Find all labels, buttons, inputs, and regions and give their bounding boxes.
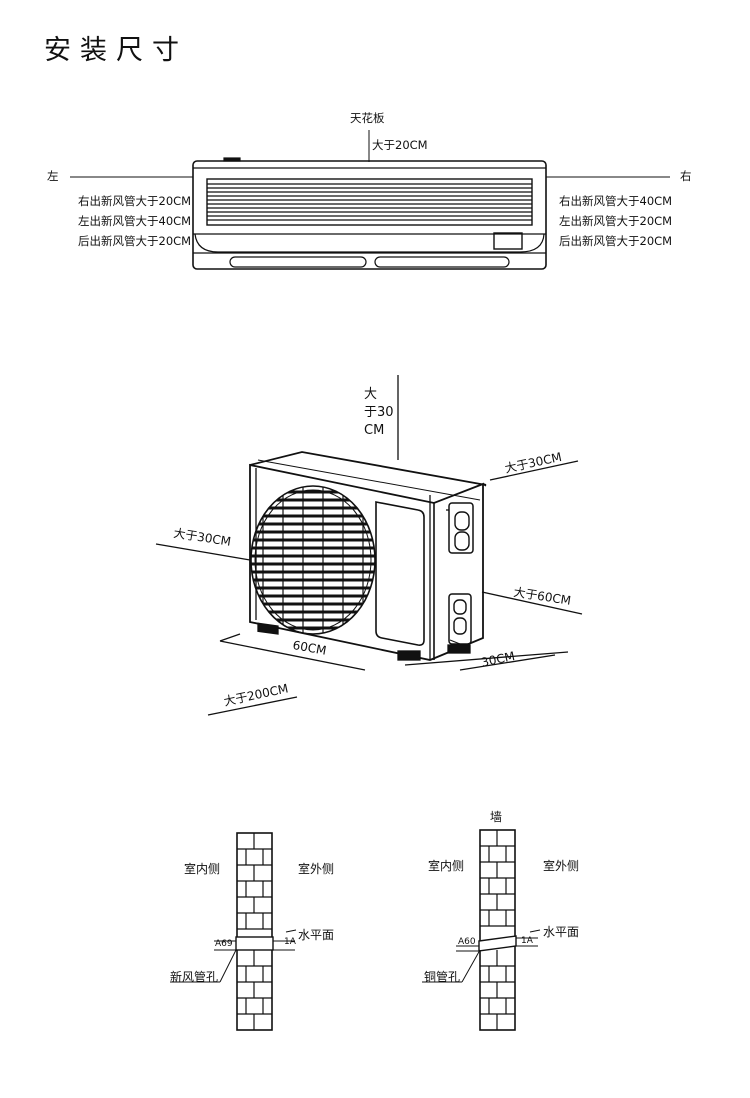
right-wall xyxy=(422,829,541,1031)
left-clearance-line xyxy=(155,543,251,561)
left-wall-outdoor-label: 室外侧 xyxy=(298,862,335,876)
page-title: 安装尺寸 xyxy=(44,35,188,66)
grille-slats xyxy=(207,183,532,221)
right-wall-outdoor-label: 室外侧 xyxy=(543,859,580,873)
front-clearance-line xyxy=(207,696,298,716)
left-wall-dim-a: A69 xyxy=(215,939,233,949)
fan-guard xyxy=(250,485,376,635)
left-note-3: 后出新风管大于20CM xyxy=(78,234,192,248)
right-note-1: 右出新风管大于40CM xyxy=(559,194,673,208)
left-wall xyxy=(170,832,297,1031)
copper-pipe-hole xyxy=(478,935,517,952)
fresh-air-hole-label: 新风管孔 xyxy=(170,970,219,984)
display-window xyxy=(493,232,523,250)
valve-box-top xyxy=(448,502,474,554)
right-wall-level-label: 水平面 xyxy=(543,925,580,939)
foot-right xyxy=(397,650,421,661)
wall-label: 墙 xyxy=(490,810,503,824)
left-wall-dim-b: 1A xyxy=(284,937,296,947)
left-outlet xyxy=(229,256,367,268)
indoor-unit-grille xyxy=(206,178,533,226)
top-clearance-label: 大于20CM xyxy=(372,138,428,152)
top-clearance-outdoor-label: 大 于30 CM xyxy=(364,386,394,440)
right-note-2: 左出新风管大于20CM xyxy=(559,214,673,228)
copper-pipe-hole-label: 铜管孔 xyxy=(424,970,461,984)
right-outlet xyxy=(374,256,510,268)
top-clearance-line-1: 大 xyxy=(364,387,378,402)
indoor-unit-diagram xyxy=(70,130,670,270)
left-side-label: 左 xyxy=(47,169,59,183)
right-side-label: 右 xyxy=(680,169,692,183)
left-note-2: 左出新风管大于40CM xyxy=(78,214,192,228)
right-wall-dim-b: 1A xyxy=(521,936,533,946)
top-clearance-line-2: 于30 xyxy=(364,405,394,420)
fresh-air-duct-hole xyxy=(235,936,274,951)
right-clearance-line xyxy=(481,591,583,615)
ceiling-label: 天花板 xyxy=(350,111,385,125)
back-right-clearance-line xyxy=(489,460,579,481)
right-wall-dim-a: A60 xyxy=(458,937,476,947)
left-wall-indoor-label: 室内侧 xyxy=(184,862,221,876)
indoor-unit-body xyxy=(192,160,547,270)
width-dimension-line xyxy=(219,640,366,671)
side-panel xyxy=(375,501,425,646)
left-wall-level-label: 水平面 xyxy=(298,928,335,942)
left-note-1: 右出新风管大于20CM xyxy=(78,194,192,208)
foot-left xyxy=(257,622,279,635)
depth-dimension-line xyxy=(404,651,569,666)
top-clearance-line-3: CM xyxy=(364,423,385,438)
right-note-3: 后出新风管大于20CM xyxy=(559,234,673,248)
right-wall-indoor-label: 室内侧 xyxy=(428,859,465,873)
outdoor-unit-diagram xyxy=(155,375,583,716)
